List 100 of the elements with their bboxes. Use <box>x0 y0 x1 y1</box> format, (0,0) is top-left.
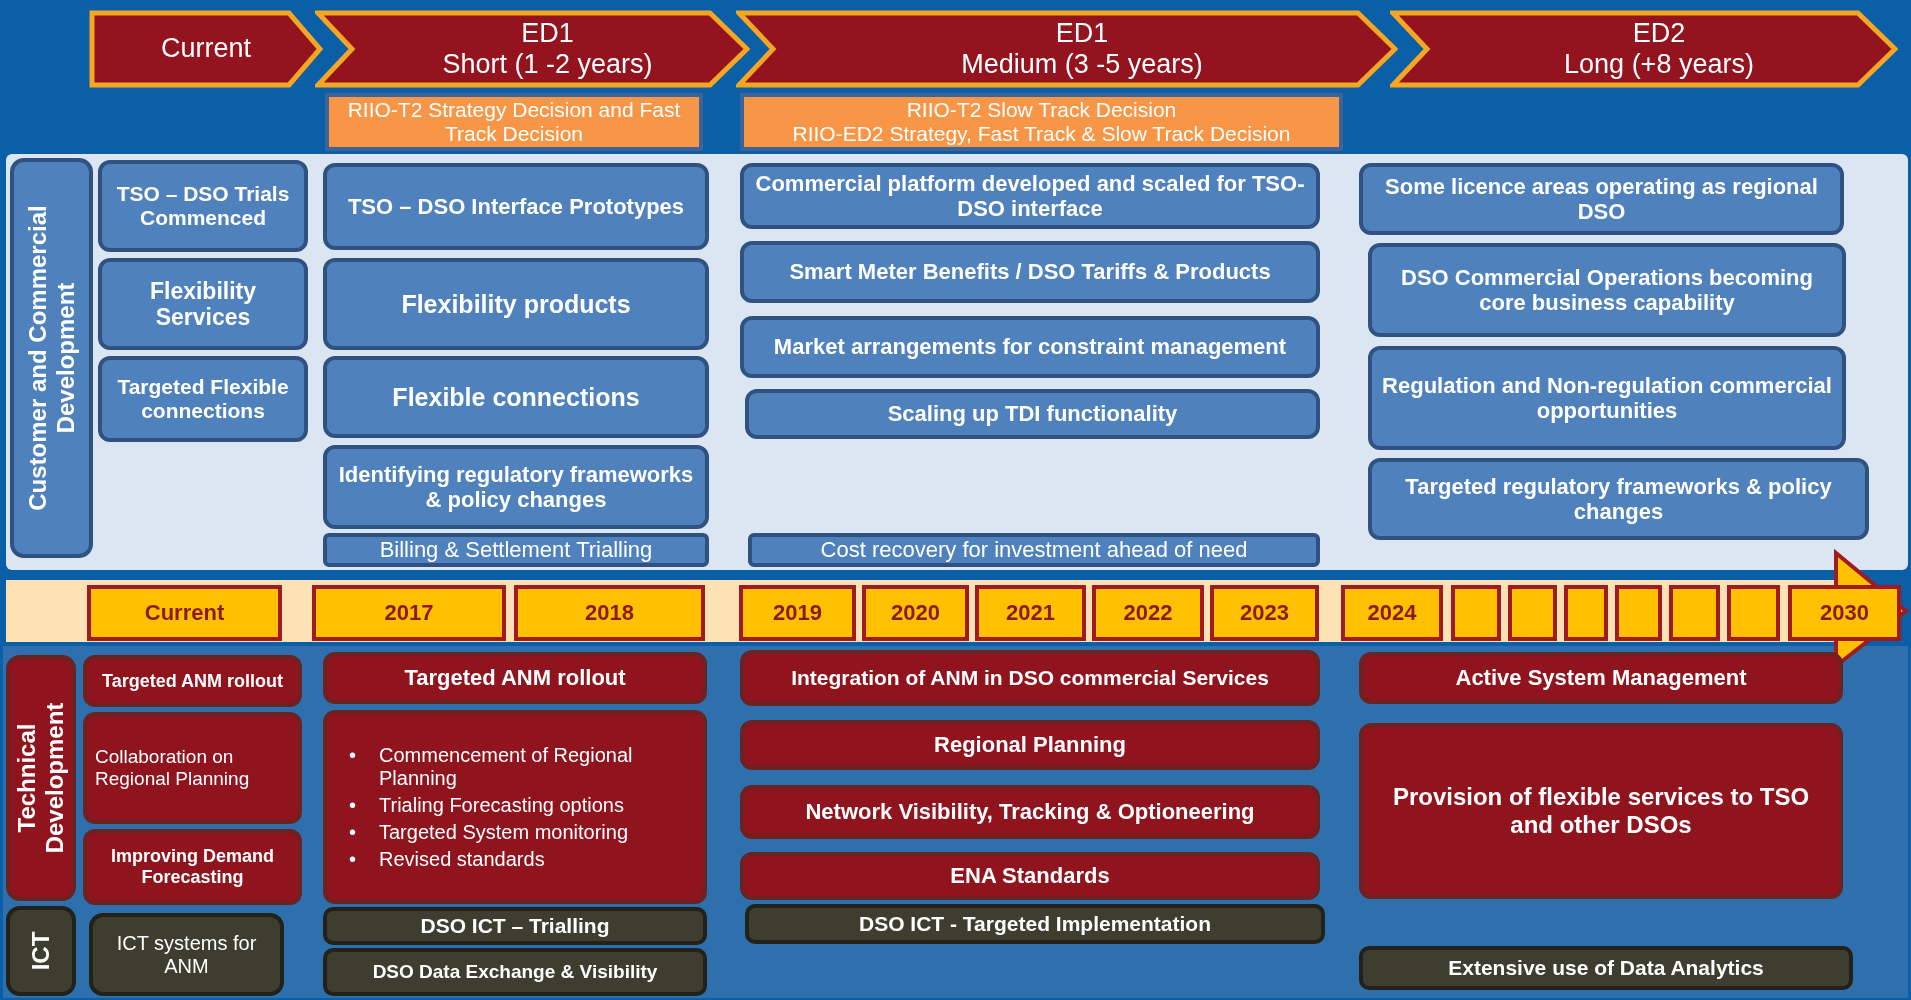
activity-box <box>323 948 707 996</box>
activity-box <box>1368 458 1869 540</box>
decision-text: RIIO-ED2 Strategy, Fast Track & Slow Track Decision <box>792 122 1291 147</box>
activity-text: Extensive use of Data Analytics <box>1448 955 1764 981</box>
activity-box <box>323 356 709 438</box>
activity-box <box>1359 163 1844 235</box>
activity-text: ENA Standards <box>950 863 1110 889</box>
activity-text: Regulation and Non-regulation commercial opportunities <box>1381 372 1833 424</box>
year-box <box>1615 585 1662 641</box>
year-box <box>87 585 282 641</box>
decision-box <box>740 93 1343 151</box>
phase-label: Current <box>161 33 251 65</box>
activity-box <box>83 829 302 905</box>
activity-text: DSO Data Exchange & Visibility <box>372 961 658 983</box>
activity-text: Targeted ANM rollout <box>404 665 626 691</box>
activity-text: DSO Commercial Operations becoming core business capability <box>1400 264 1814 316</box>
row-header <box>6 655 76 901</box>
year-label: 2024 <box>1367 600 1417 626</box>
activity-text: Targeted regulatory frameworks & policy changes <box>1404 473 1833 525</box>
activity-text: TSO – DSO Trials Commenced <box>115 181 291 231</box>
bullet-item: • Targeted System monitoring <box>349 820 628 844</box>
year-box <box>1669 585 1720 641</box>
activity-box <box>323 258 709 350</box>
bullet-item: • Revised standards <box>349 847 545 871</box>
activity-box <box>740 316 1320 378</box>
activity-text: Scaling up TDI functionality <box>887 401 1178 427</box>
activity-box <box>323 445 709 529</box>
activity-box <box>748 533 1320 567</box>
activity-text: Network Visibility, Tracking & Optioneering <box>805 799 1255 825</box>
phase-label: Long (+8 years) <box>1564 49 1754 81</box>
activity-text: Improving Demand Forecasting <box>110 846 275 888</box>
activity-text: ICT systems for ANM <box>115 931 258 978</box>
row-header <box>6 906 76 996</box>
activity-box <box>740 241 1320 303</box>
year-box <box>1727 585 1780 641</box>
activity-text: Active System Management <box>1455 665 1747 691</box>
activity-box <box>740 852 1320 900</box>
phase-label: Short (1 -2 years) <box>442 49 653 81</box>
year-label: 2018 <box>585 600 634 626</box>
activity-box <box>98 356 308 442</box>
year-box <box>312 585 506 641</box>
activity-text: Flexibility products <box>401 289 631 319</box>
year-label: 2021 <box>1006 600 1055 626</box>
activity-text: Targeted Flexible connections <box>116 374 290 424</box>
year-box <box>514 585 705 641</box>
activity-box <box>83 712 302 824</box>
activity-text: Commercial platform developed and scaled for TSO-DSO interface <box>754 170 1306 222</box>
activity-text: Smart Meter Benefits / DSO Tariffs & Products <box>789 259 1271 285</box>
year-label: 2023 <box>1240 600 1289 626</box>
activity-box <box>89 913 284 996</box>
row-header-text: ICT <box>27 930 55 973</box>
year-label: 2017 <box>384 600 434 626</box>
year-box <box>1341 585 1443 641</box>
year-box <box>975 585 1086 641</box>
activity-text: Billing & Settlement Trialling <box>379 537 653 563</box>
phase-label: ED2 <box>1632 17 1686 49</box>
activity-box <box>323 907 707 945</box>
activity-box <box>1359 723 1843 899</box>
decision-text: RIIO-T2 Slow Track Decision <box>906 97 1177 122</box>
activity-box <box>740 163 1320 229</box>
activity-text: Market arrangements for constraint management <box>773 334 1287 360</box>
phase-label: ED1 <box>521 17 574 49</box>
activity-box <box>98 258 308 350</box>
activity-box <box>745 389 1320 439</box>
activity-box <box>1359 946 1853 990</box>
activity-box <box>83 655 302 707</box>
activity-text: Some licence areas operating as regional DSO <box>1384 173 1819 225</box>
activity-box <box>1368 346 1846 450</box>
activity-box <box>323 710 707 904</box>
year-box <box>1210 585 1319 641</box>
activity-text: Targeted ANM rollout <box>102 670 283 692</box>
year-label: 2020 <box>891 600 940 626</box>
row-header-text: Customer and Commercial Development <box>23 204 80 513</box>
activity-box <box>1359 652 1843 704</box>
activity-text: DSO ICT - Targeted Implementation <box>859 911 1211 937</box>
year-label: 2022 <box>1123 600 1173 626</box>
bullet-item: • Commencement of Regional Planning <box>349 743 634 790</box>
activity-text: Collaboration on Regional Planning <box>95 746 251 790</box>
activity-box <box>1368 243 1846 337</box>
activity-box <box>740 720 1320 770</box>
phase-label: Medium (3 -5 years) <box>961 49 1203 81</box>
row-header-text: Technical Development <box>13 701 69 856</box>
activity-text: Integration of ANM in DSO commercial Services <box>791 665 1269 691</box>
activity-box <box>323 163 709 250</box>
activity-text: Provision of flexible services to TSO and other DSOs <box>1391 783 1811 839</box>
year-box <box>1451 585 1501 641</box>
activity-box <box>323 652 707 704</box>
activity-text: Regional Planning <box>934 732 1126 758</box>
year-box <box>1564 585 1608 641</box>
decision-box <box>325 93 703 151</box>
activity-text: Flexibility Services <box>148 277 258 331</box>
year-box <box>1508 585 1557 641</box>
year-label: 2030 <box>1820 600 1869 626</box>
activity-text: DSO ICT – Trialling <box>420 913 610 939</box>
phase-label: ED1 <box>1055 17 1109 49</box>
year-box <box>1092 585 1204 641</box>
year-box <box>862 585 969 641</box>
activity-text: Cost recovery for investment ahead of need <box>820 537 1248 563</box>
row-header <box>10 158 93 558</box>
activity-box <box>745 904 1325 944</box>
